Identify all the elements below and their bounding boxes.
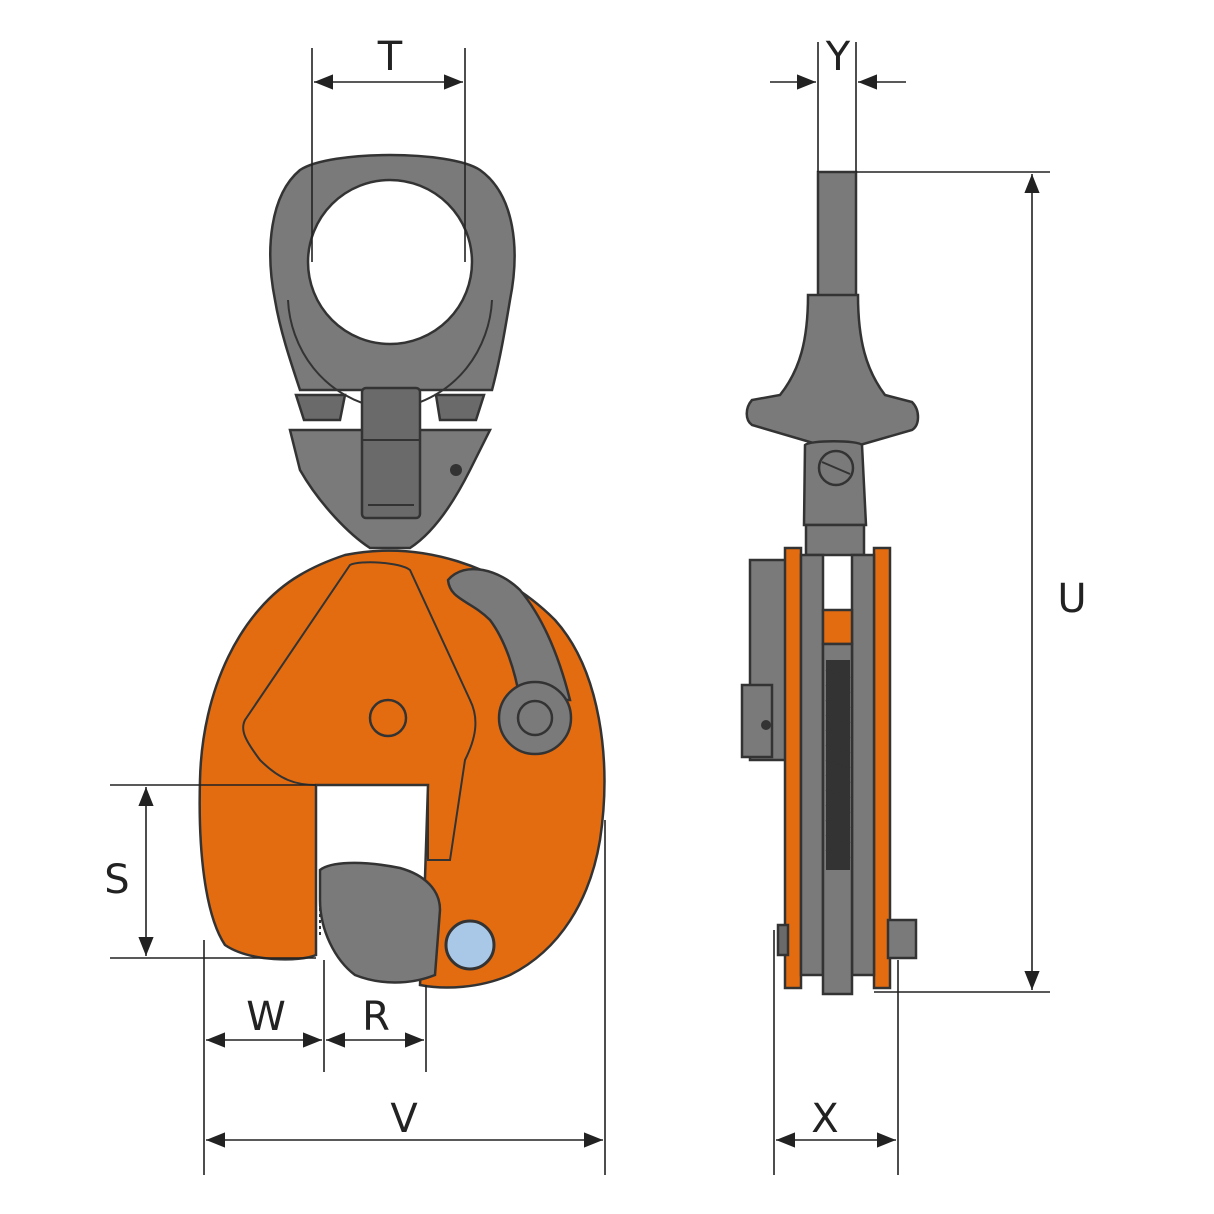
label-X: X xyxy=(811,1096,838,1142)
front-view xyxy=(198,153,606,989)
side-view xyxy=(740,170,920,996)
label-R: R xyxy=(362,994,390,1040)
lifting-eye xyxy=(269,153,516,550)
spring xyxy=(825,660,851,870)
label-T: T xyxy=(377,34,403,80)
label-S: S xyxy=(104,857,129,903)
label-V: V xyxy=(390,1096,418,1142)
label-U: U xyxy=(1057,576,1086,622)
label-Y: Y xyxy=(825,34,851,80)
dimension-lines xyxy=(110,42,1050,1175)
dimension-labels: T Y U S W R V X xyxy=(104,34,1086,1142)
label-W: W xyxy=(246,994,286,1040)
clamp-body xyxy=(198,549,606,989)
